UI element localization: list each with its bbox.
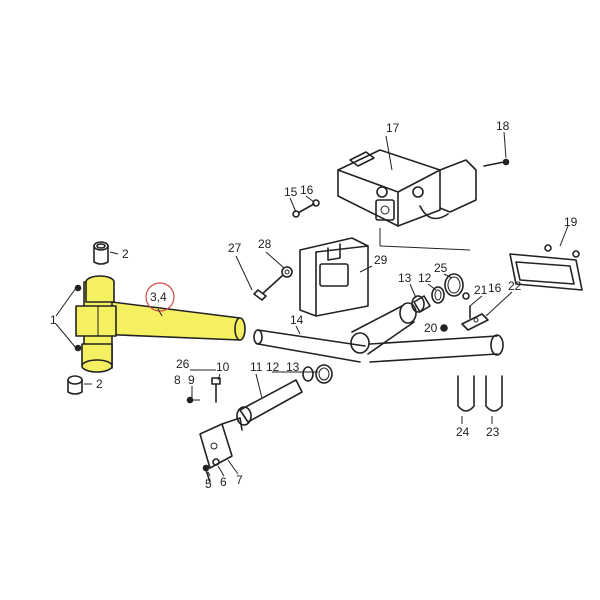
bracket-29[interactable] bbox=[299, 237, 369, 317]
label-part-7: 7 bbox=[236, 473, 243, 487]
tube-diagonal[interactable] bbox=[350, 302, 417, 355]
leaders-left bbox=[55, 251, 119, 385]
label-part-14: 14 bbox=[290, 313, 304, 327]
label-part-21: 21 bbox=[474, 283, 488, 297]
label-part-11: 11 bbox=[250, 360, 263, 374]
label-part-3-4: 3,4 bbox=[150, 290, 167, 304]
u-bolt-24[interactable] bbox=[457, 375, 475, 424]
ring-13-lower[interactable] bbox=[315, 364, 333, 384]
u-bolt-23[interactable] bbox=[485, 375, 503, 424]
label-part-9: 9 bbox=[188, 373, 195, 387]
bracket-7[interactable] bbox=[199, 417, 243, 469]
tube-14[interactable] bbox=[253, 329, 366, 363]
bolt-10[interactable] bbox=[211, 377, 221, 403]
label-part-17: 17 bbox=[386, 121, 400, 135]
label-part-2-bottom: 2 bbox=[96, 377, 103, 391]
label-part-1: 1 bbox=[50, 313, 57, 327]
label-part-22: 22 bbox=[508, 279, 522, 293]
pin-11[interactable] bbox=[236, 379, 303, 426]
bush-bottom[interactable] bbox=[67, 375, 83, 395]
nut-28[interactable] bbox=[281, 266, 293, 278]
plate-19[interactable] bbox=[509, 225, 583, 291]
part-marker-circle bbox=[145, 282, 175, 312]
label-part-8: 8 bbox=[174, 373, 181, 387]
label-part-19: 19 bbox=[564, 215, 578, 229]
spacer-13-upper[interactable] bbox=[411, 295, 431, 313]
bolt-5[interactable] bbox=[202, 464, 211, 483]
label-part-16-upper: 16 bbox=[300, 183, 314, 197]
support-cradle-17[interactable] bbox=[337, 135, 477, 251]
label-leaders bbox=[191, 195, 513, 477]
ring-25[interactable] bbox=[444, 273, 464, 297]
tube-rear-horizontal[interactable] bbox=[369, 334, 504, 363]
label-part-2-top: 2 bbox=[122, 247, 129, 261]
label-part-20: 20 bbox=[424, 321, 438, 335]
label-part-6: 6 bbox=[220, 475, 227, 489]
label-part-29: 29 bbox=[374, 253, 388, 267]
nut-16-right[interactable] bbox=[462, 292, 470, 300]
label-part-13-upper: 13 bbox=[398, 271, 412, 285]
bush-top[interactable] bbox=[93, 241, 109, 265]
clip-22[interactable] bbox=[461, 313, 489, 331]
label-part-16-right: 16 bbox=[488, 281, 502, 295]
label-part-28: 28 bbox=[258, 237, 272, 251]
washer-20[interactable] bbox=[440, 324, 448, 332]
front-axle-highlighted[interactable] bbox=[75, 275, 246, 373]
label-part-5: 5 bbox=[205, 477, 212, 491]
bolt-18[interactable] bbox=[483, 131, 510, 167]
label-part-27: 27 bbox=[228, 241, 242, 255]
ring-12-lower[interactable] bbox=[302, 366, 314, 382]
washer-6[interactable] bbox=[212, 458, 220, 466]
label-part-25: 25 bbox=[434, 261, 448, 275]
label-part-23: 23 bbox=[486, 425, 500, 439]
label-part-18: 18 bbox=[496, 119, 510, 133]
label-part-24: 24 bbox=[456, 425, 470, 439]
bolt-15[interactable] bbox=[292, 203, 315, 218]
label-part-12-lower: 12 bbox=[266, 360, 280, 374]
part-labels: 1 2 2 3,4 5 6 7 8 9 10 11 12 12 13 13 14… bbox=[50, 119, 578, 491]
label-part-10: 10 bbox=[216, 360, 230, 374]
nut-16-upper[interactable] bbox=[312, 199, 320, 207]
grease-9-8[interactable] bbox=[186, 396, 201, 404]
label-part-12-upper: 12 bbox=[418, 271, 432, 285]
label-part-15: 15 bbox=[284, 185, 298, 199]
ring-12-upper[interactable] bbox=[431, 286, 445, 304]
label-part-13-lower: 13 bbox=[286, 360, 300, 374]
bolt-27[interactable] bbox=[253, 275, 283, 301]
label-part-26: 26 bbox=[176, 357, 190, 371]
